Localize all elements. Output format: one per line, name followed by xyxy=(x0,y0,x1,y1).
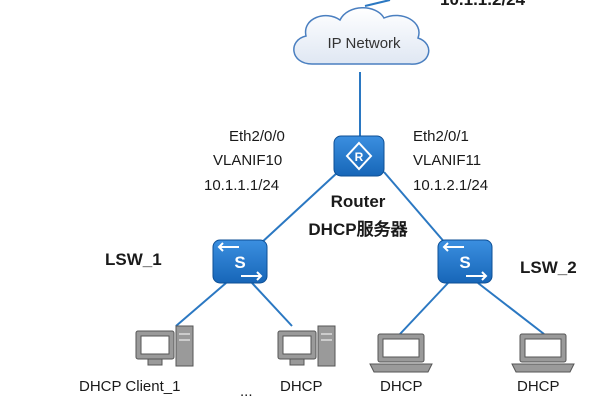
router-name: Router xyxy=(331,192,386,211)
link-router-to-lsw1 xyxy=(259,171,339,245)
switch-icon-lsw1: S xyxy=(212,239,268,284)
laptop-computer-icon-4 xyxy=(511,333,575,373)
link-router-to-lsw2 xyxy=(383,171,447,245)
router-left-vlanif: VLANIF10 xyxy=(213,152,282,169)
client-label-3: DHCP xyxy=(380,378,423,395)
switch-icon-lsw2: S xyxy=(437,239,493,284)
svg-text:S: S xyxy=(459,253,470,272)
link-lsw2-to-client3 xyxy=(399,282,449,335)
link-lsw1-to-client2 xyxy=(251,282,293,327)
router-role: DHCP服务器 xyxy=(308,219,408,239)
desktop-computer-icon-1 xyxy=(135,325,194,367)
switch-label-lsw1: LSW_1 xyxy=(105,250,162,269)
svg-text:R: R xyxy=(355,150,364,164)
top-address-label: 10.1.1.2/24 xyxy=(440,0,526,9)
router-icon: R xyxy=(333,135,385,177)
client-label-4: DHCP xyxy=(517,378,560,395)
cloud-icon xyxy=(293,7,430,65)
link-lsw2-to-client4 xyxy=(477,282,545,335)
client-label-2: DHCP xyxy=(280,378,323,395)
link-top-to-cloud xyxy=(364,0,391,7)
desktop-computer-icon-2 xyxy=(277,325,336,367)
ellipsis: ... xyxy=(240,383,253,400)
switch-label-lsw2: LSW_2 xyxy=(520,258,577,277)
link-lsw1-to-client1 xyxy=(175,282,227,327)
router-left-port: Eth2/0/0 xyxy=(229,128,285,145)
router-right-vlanif: VLANIF11 xyxy=(413,152,481,169)
client-label-1: DHCP Client_1 xyxy=(79,378,180,395)
cloud-label: IP Network xyxy=(327,35,401,52)
router-left-ip: 10.1.1.1/24 xyxy=(204,177,279,194)
laptop-computer-icon-3 xyxy=(369,333,433,373)
router-right-ip: 10.1.2.1/24 xyxy=(413,177,488,194)
router-right-port: Eth2/0/1 xyxy=(413,128,469,145)
svg-text:S: S xyxy=(234,253,245,272)
